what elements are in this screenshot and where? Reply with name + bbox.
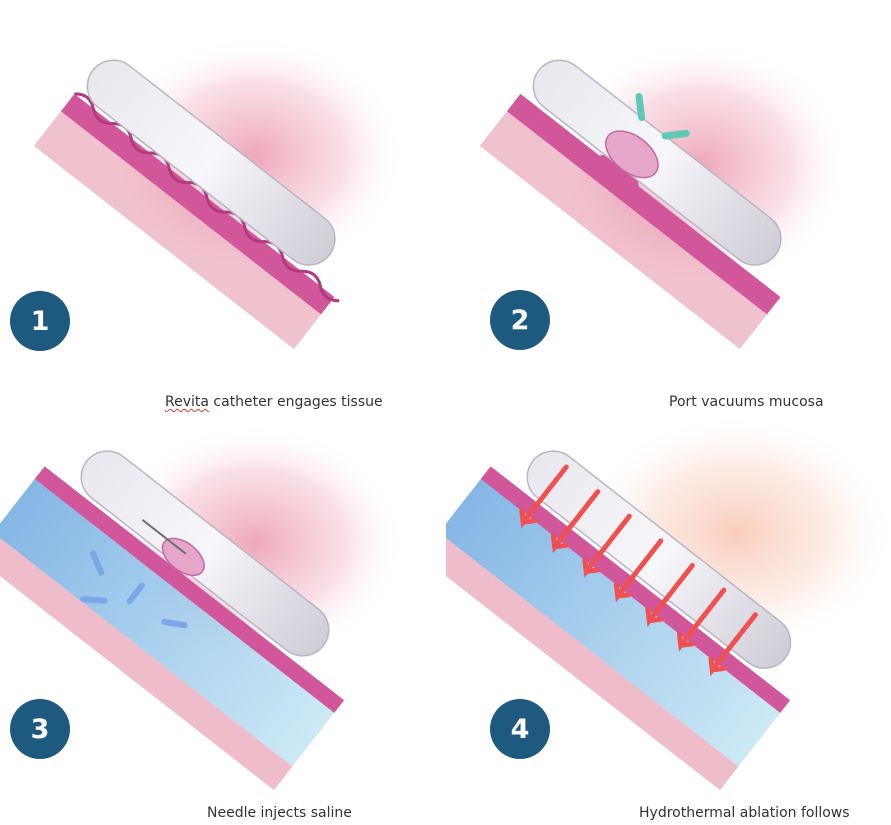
step-4-panel: 4 Hydrothermal ablation follows [446,413,891,825]
step-1-illustration [0,0,445,412]
step-3-caption: Needle injects saline [207,805,352,821]
step-2-badge: 2 [490,290,550,350]
step-2-caption: Port vacuums mucosa [669,394,824,410]
step-3-panel: 3 Needle injects saline [0,413,445,825]
step-3-illustration [0,413,445,825]
step-1-panel: 1 Revita catheter engages tissue [0,0,445,412]
step-4-caption: Hydrothermal ablation follows [639,805,850,821]
step-1-badge: 1 [10,291,70,351]
step-4-badge: 4 [490,699,550,759]
step-2-illustration [446,0,891,412]
step-3-badge: 3 [10,699,70,759]
step-2-panel: 2 Port vacuums mucosa [446,0,891,412]
revita-term: Revita [165,394,209,410]
step-1-caption: Revita catheter engages tissue [165,394,383,410]
step-4-illustration [446,413,891,825]
